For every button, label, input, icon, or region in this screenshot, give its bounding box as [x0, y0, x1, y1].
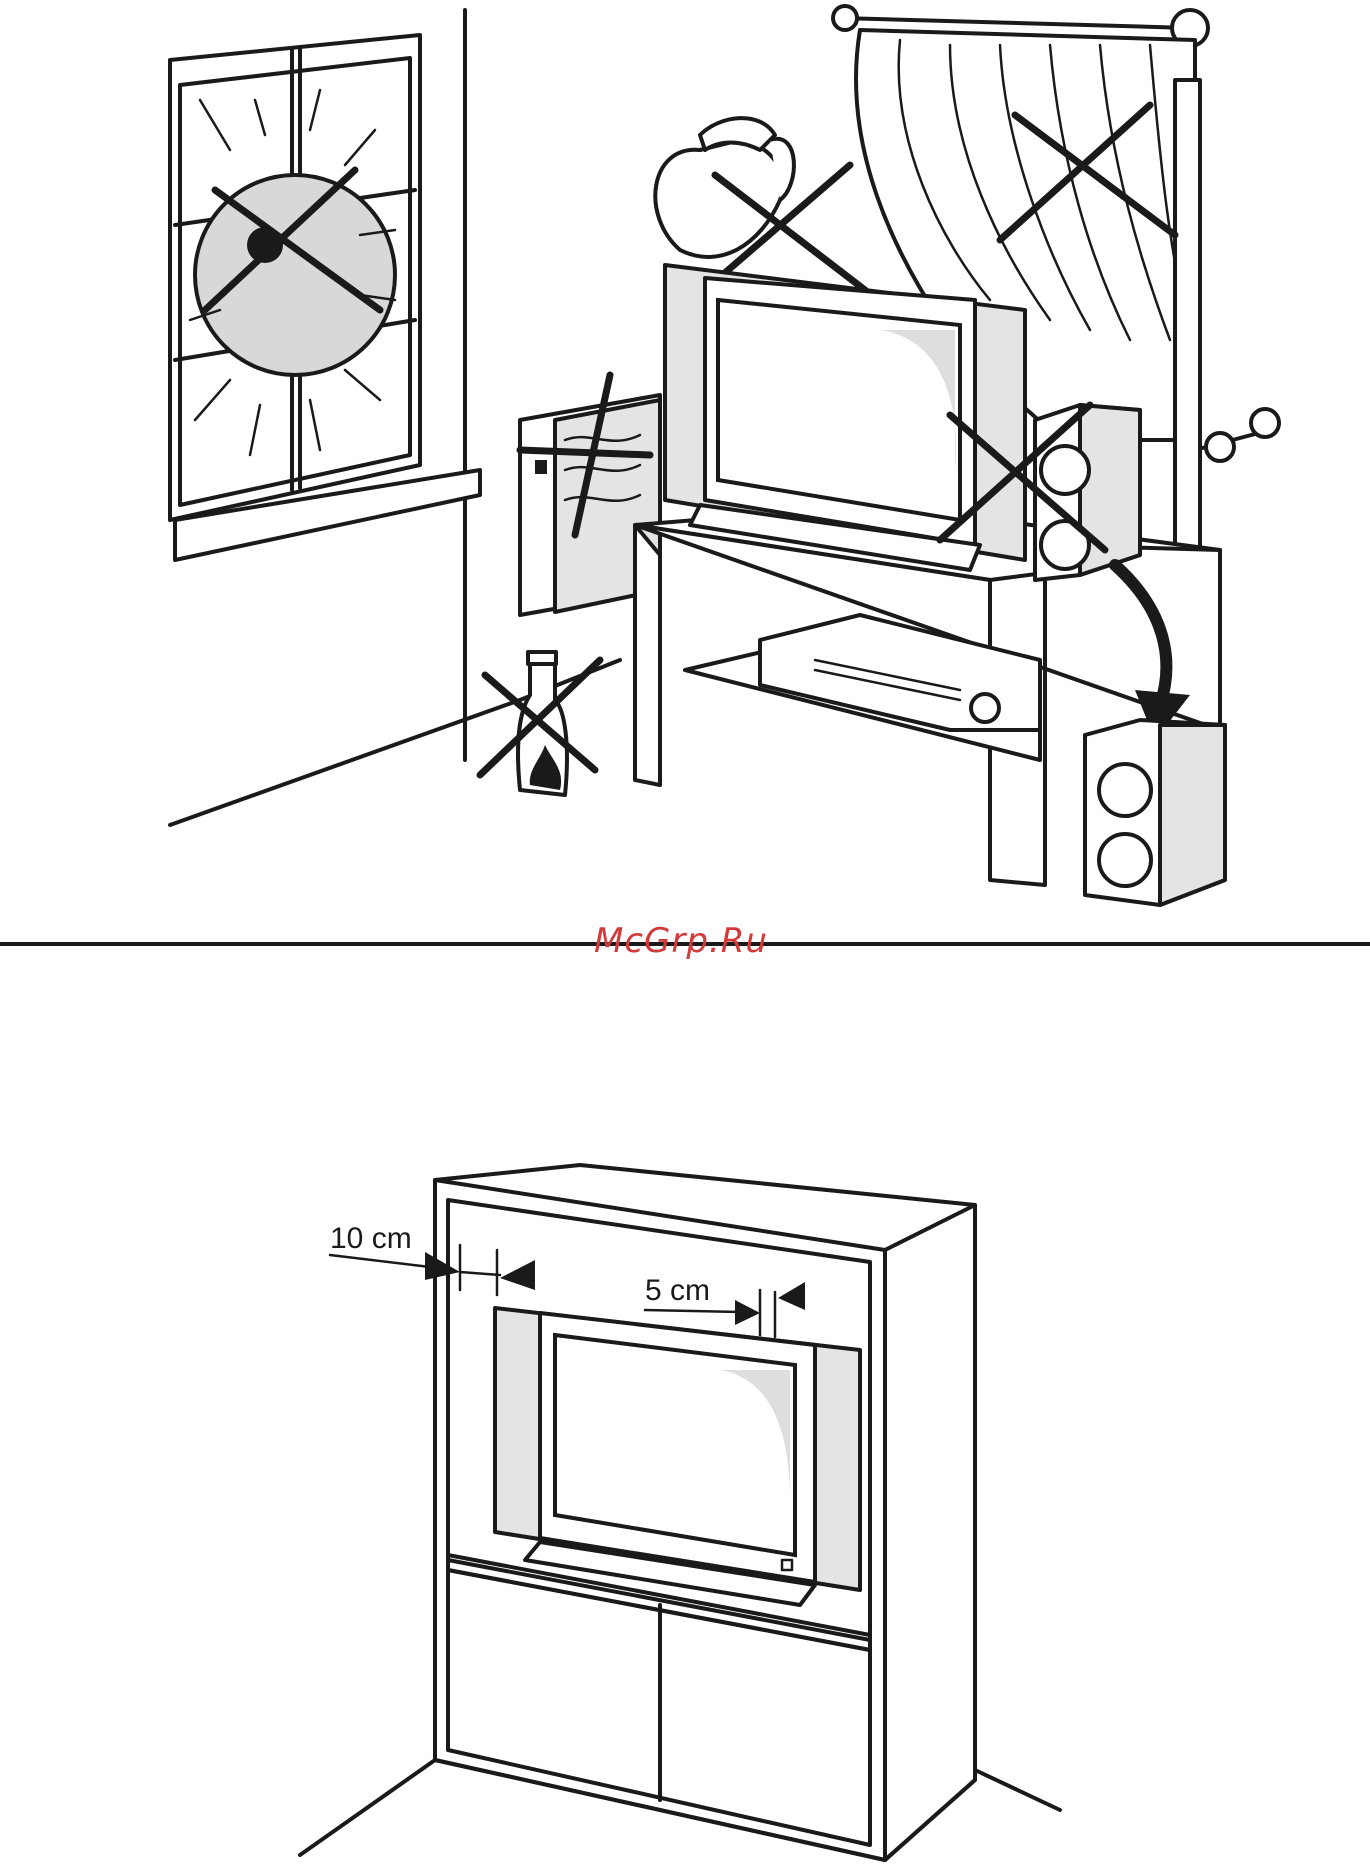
dvd-player [760, 615, 1040, 730]
dimension-label-10cm: 10 cm [330, 1222, 412, 1255]
dimension-label-5cm: 5 cm [645, 1274, 710, 1307]
water-jug-icon [655, 118, 794, 257]
watermark-text: McGrp.Ru [594, 921, 768, 961]
tv-on-stand [665, 265, 1025, 570]
speaker-icon [1035, 405, 1140, 580]
tv-in-cabinet [495, 1308, 860, 1605]
floor-line-left [300, 1760, 435, 1855]
top-figure [170, 6, 1279, 905]
floor-line-right [975, 1770, 1060, 1810]
floor-line-left [170, 700, 520, 825]
speaker-icon [1085, 720, 1225, 905]
bottom-figure: 10 cm 5 cm [300, 1165, 1060, 1860]
